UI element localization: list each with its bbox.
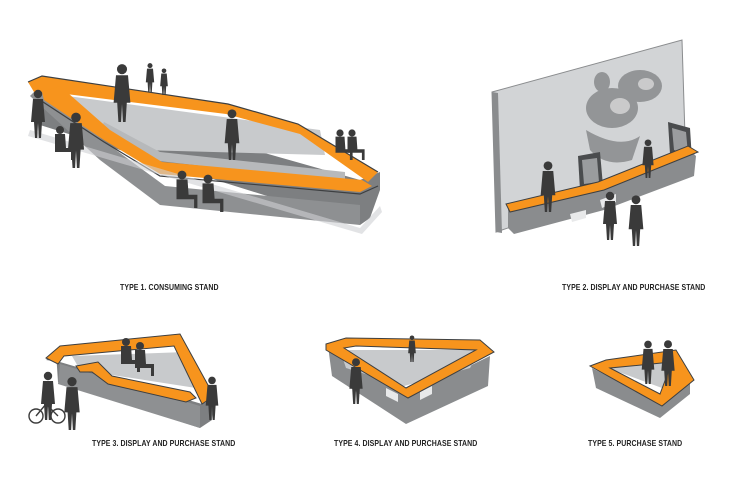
caption-type1: TYPE 1. CONSUMING STAND — [120, 282, 219, 292]
caption-type4: TYPE 4. DISPLAY AND PURCHASE STAND — [334, 438, 478, 448]
caption-type3: TYPE 3. DISPLAY AND PURCHASE STAND — [92, 438, 236, 448]
type4-stand — [325, 335, 495, 424]
type5-stand — [588, 340, 695, 418]
type1-stand — [27, 63, 382, 234]
type3-stand — [28, 333, 219, 430]
type2-stand — [491, 39, 700, 246]
caption-type5: TYPE 5. PURCHASE STAND — [588, 438, 683, 448]
caption-type2: TYPE 2. DISPLAY AND PURCHASE STAND — [562, 282, 706, 292]
